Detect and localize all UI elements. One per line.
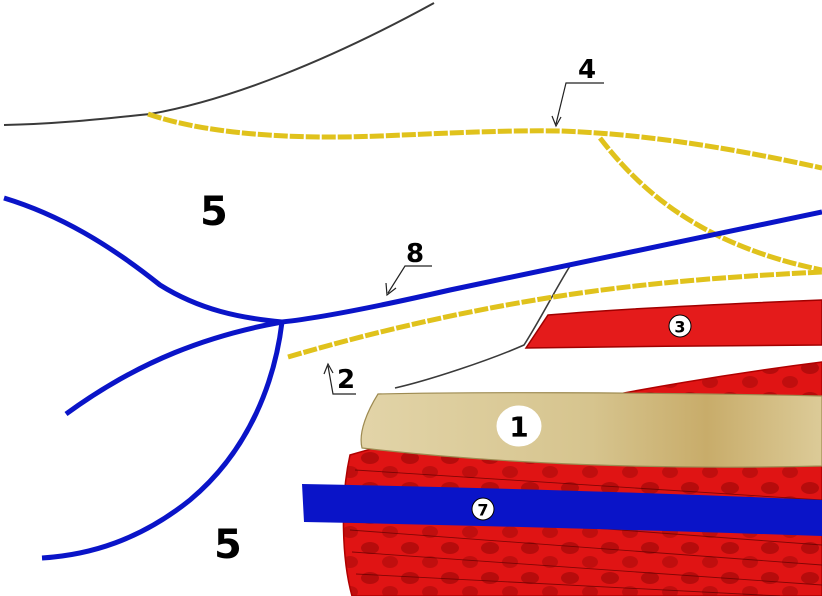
circle-label-7: 7 [471,497,495,521]
nerve-4 [147,111,822,171]
pointer-4 [551,82,604,128]
upper-thin-line [3,2,435,126]
pointer-2 [323,362,356,395]
pointer-8 [385,265,432,297]
label-2: 2 [337,365,355,395]
svg-text:7: 7 [477,501,488,520]
svg-text:3: 3 [674,318,685,337]
middle-thin-line [394,265,571,389]
vein-8-middle-branch [64,319,283,417]
label-5-upper: 5 [200,189,228,235]
circle-label-3: 3 [668,314,692,338]
vein-8-upper-branch [3,195,283,325]
vein-8-main [281,209,822,325]
label-5-lower: 5 [214,522,242,568]
vein-8-lower-branch [41,321,285,561]
label-4: 4 [578,55,596,85]
svg-text:1: 1 [509,411,528,444]
nerve-2 [287,269,822,360]
circle-label-1: 1 [496,405,542,447]
nerve-4-branch [598,136,822,273]
label-8: 8 [406,239,424,269]
vein-7 [302,484,822,536]
bone-1 [360,392,822,468]
